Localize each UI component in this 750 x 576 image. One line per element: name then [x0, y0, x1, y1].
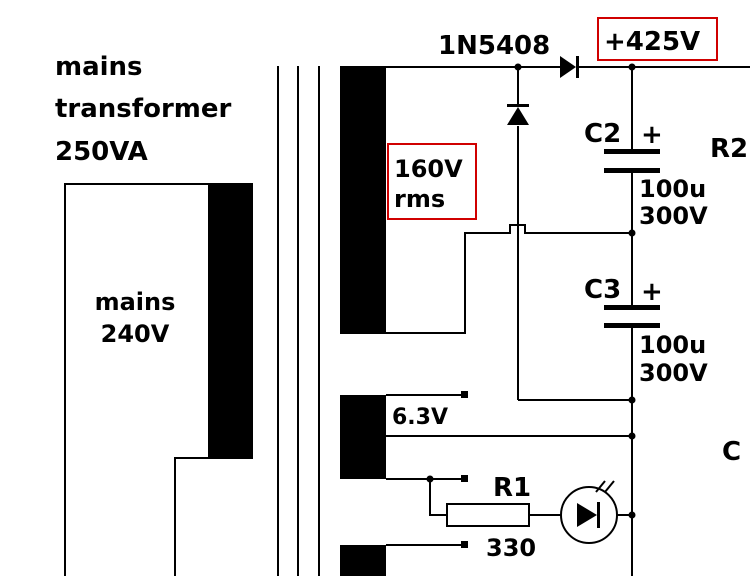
primary-label-line2: 240V	[101, 320, 170, 348]
c3-value-label: 100u	[639, 331, 706, 359]
resistor-r1-symbol	[446, 503, 530, 527]
capacitor-c2-symbol	[604, 149, 660, 173]
hv-voltage-label-line2: rms	[394, 185, 445, 213]
heater-wiring	[386, 394, 632, 516]
heater-voltage-label: 6.3V	[392, 405, 448, 430]
c2-value-label: 100u	[639, 175, 706, 203]
c3-rating-label: 300V	[639, 359, 708, 387]
hv-voltage-label-line1: 160V	[394, 155, 463, 183]
c3-name-label: C3	[584, 275, 621, 305]
r2-name-label: R2	[710, 134, 748, 164]
diode-label: 1N5408	[438, 31, 550, 61]
lower-secondary-coil-bar	[340, 545, 386, 576]
hv-secondary-coil-bar	[340, 66, 386, 334]
diode-1n5408-shunt	[507, 104, 529, 125]
transformer-title-line3: 250VA	[55, 137, 148, 167]
r1-value-label: 330	[486, 534, 536, 562]
capacitor-c3-symbol	[604, 305, 660, 328]
output-voltage-label: +425V	[604, 27, 700, 57]
c2-name-label: C2	[584, 119, 621, 149]
c2-rating-label: 300V	[639, 202, 708, 230]
primary-label-line1: mains	[95, 288, 176, 316]
hv-voltage-highlight-box	[387, 143, 477, 220]
transformer-title-line1: mains	[55, 52, 143, 82]
primary-winding	[64, 183, 210, 576]
diode-1n5408-series	[560, 56, 579, 78]
r1-name-label: R1	[493, 473, 531, 503]
primary-coil-bar	[208, 183, 253, 459]
c2-polarity-label: +	[641, 120, 663, 150]
c3-polarity-label: +	[641, 277, 663, 307]
transformer-core	[277, 66, 320, 576]
output-voltage-highlight-box	[597, 17, 718, 61]
transformer-title-line2: transformer	[55, 94, 232, 124]
cut-label: C	[722, 437, 741, 467]
heater-secondary-coil-bar	[340, 395, 386, 479]
hv-wiring	[386, 66, 750, 576]
heater-terminals	[461, 391, 468, 548]
led-symbol	[560, 480, 618, 544]
